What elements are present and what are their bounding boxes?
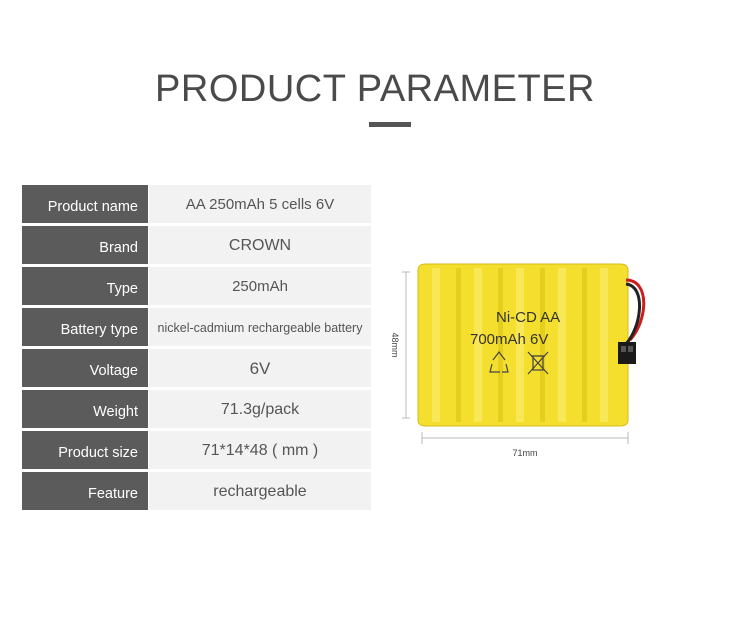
width-dimension: [421, 432, 629, 444]
battery-body: [417, 263, 629, 427]
param-label: Product name: [22, 185, 148, 223]
param-value: AA 250mAh 5 cells 6V: [149, 185, 371, 223]
param-value: rechargeable: [149, 472, 371, 510]
param-value: 71*14*48 ( mm ): [149, 431, 371, 469]
param-value: nickel-cadmium rechargeable battery: [149, 308, 371, 346]
recycle-icon: [489, 351, 509, 373]
param-row-battery-type: Battery type nickel-cadmium rechargeable…: [22, 308, 371, 346]
height-label: 48mm: [390, 332, 400, 357]
param-label: Brand: [22, 226, 148, 264]
battery-wires: [624, 278, 646, 345]
param-row-brand: Brand CROWN: [22, 226, 371, 264]
param-row-product-size: Product size 71*14*48 ( mm ): [22, 431, 371, 469]
param-row-feature: Feature rechargeable: [22, 472, 371, 510]
param-label: Product size: [22, 431, 148, 469]
param-row-voltage: Voltage 6V: [22, 349, 371, 387]
param-label: Feature: [22, 472, 148, 510]
param-value: 250mAh: [149, 267, 371, 305]
param-value: 71.3g/pack: [149, 390, 371, 428]
page-title: PRODUCT PARAMETER: [155, 68, 595, 110]
crossed-bin-icon: [527, 351, 549, 375]
param-value: 6V: [149, 349, 371, 387]
param-label: Voltage: [22, 349, 148, 387]
battery-pack-image: 48mm Ni-CD AA 700mAh 6V: [390, 263, 646, 458]
param-row-type: Type 250mAh: [22, 267, 371, 305]
title-underline: [369, 122, 411, 127]
param-row-product-name: Product name AA 250mAh 5 cells 6V: [22, 185, 371, 223]
param-label: Battery type: [22, 308, 148, 346]
battery-label-chemistry: Ni-CD AA: [496, 309, 560, 326]
battery-connector: [618, 342, 636, 364]
height-dimension: [402, 271, 410, 419]
width-label: 71mm: [512, 448, 537, 458]
param-row-weight: Weight 71.3g/pack: [22, 390, 371, 428]
param-label: Weight: [22, 390, 148, 428]
battery-label-capacity: 700mAh 6V: [470, 331, 548, 348]
param-label: Type: [22, 267, 148, 305]
param-value: CROWN: [149, 226, 371, 264]
